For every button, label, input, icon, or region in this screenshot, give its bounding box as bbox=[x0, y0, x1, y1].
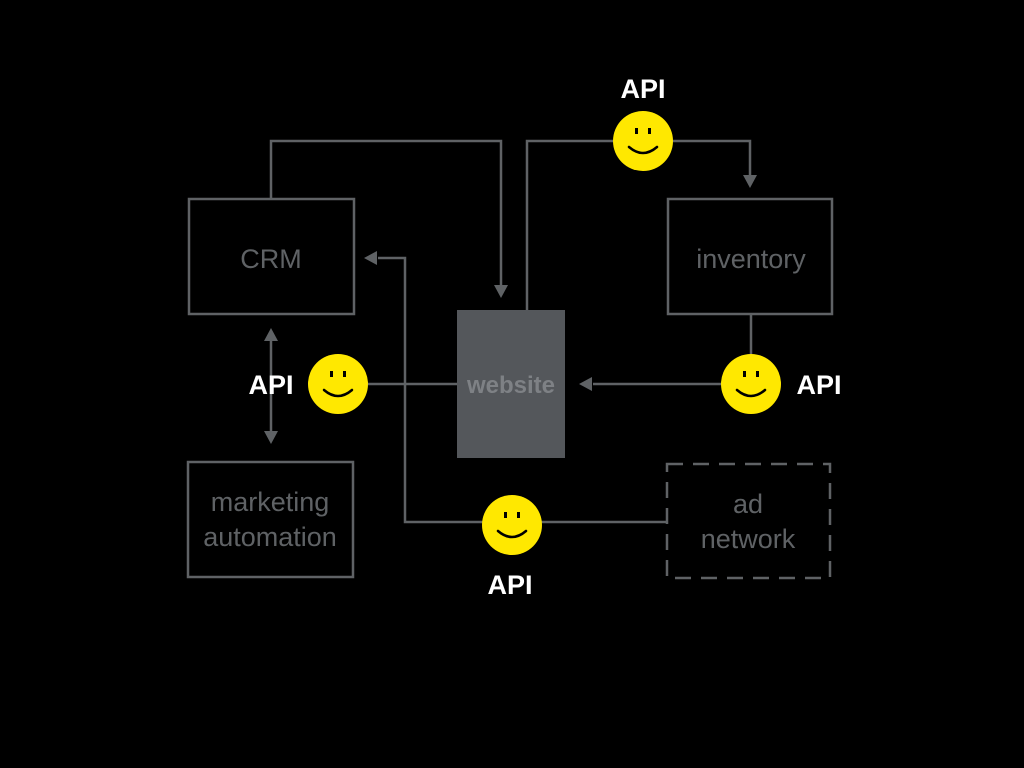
arrowhead-icon bbox=[579, 377, 592, 391]
api-label-left: API bbox=[248, 370, 293, 400]
node-marketing-automation: marketing automation bbox=[186, 460, 355, 579]
website-label: website bbox=[466, 372, 555, 399]
marketing-label: marketing bbox=[211, 487, 330, 517]
node-inventory: inventory bbox=[666, 197, 834, 316]
arrowhead-icon bbox=[494, 285, 508, 298]
smiley-face-icon bbox=[721, 354, 781, 414]
crm-label: CRM bbox=[240, 244, 302, 274]
smiley-face-icon bbox=[613, 111, 673, 171]
arrowhead-icon bbox=[264, 431, 278, 444]
node-website: website bbox=[457, 310, 565, 458]
arrowheads bbox=[264, 175, 757, 444]
ad-label: ad bbox=[733, 489, 763, 519]
connector-crm-to-website bbox=[269, 139, 503, 287]
api-label-right: API bbox=[796, 370, 841, 400]
arrowhead-icon bbox=[743, 175, 757, 188]
smiley-face-icon bbox=[308, 354, 368, 414]
node-ad-network: ad network bbox=[665, 462, 832, 580]
node-crm: CRM bbox=[187, 197, 356, 316]
automation-label: automation bbox=[203, 522, 337, 552]
api-label-top: API bbox=[620, 74, 665, 104]
smiley-face-icon bbox=[482, 495, 542, 555]
inventory-label: inventory bbox=[696, 244, 806, 274]
network-label: network bbox=[701, 524, 796, 554]
arrowhead-icon bbox=[264, 328, 278, 341]
api-label-bottom: API bbox=[487, 570, 532, 600]
arrowhead-icon bbox=[364, 251, 377, 265]
